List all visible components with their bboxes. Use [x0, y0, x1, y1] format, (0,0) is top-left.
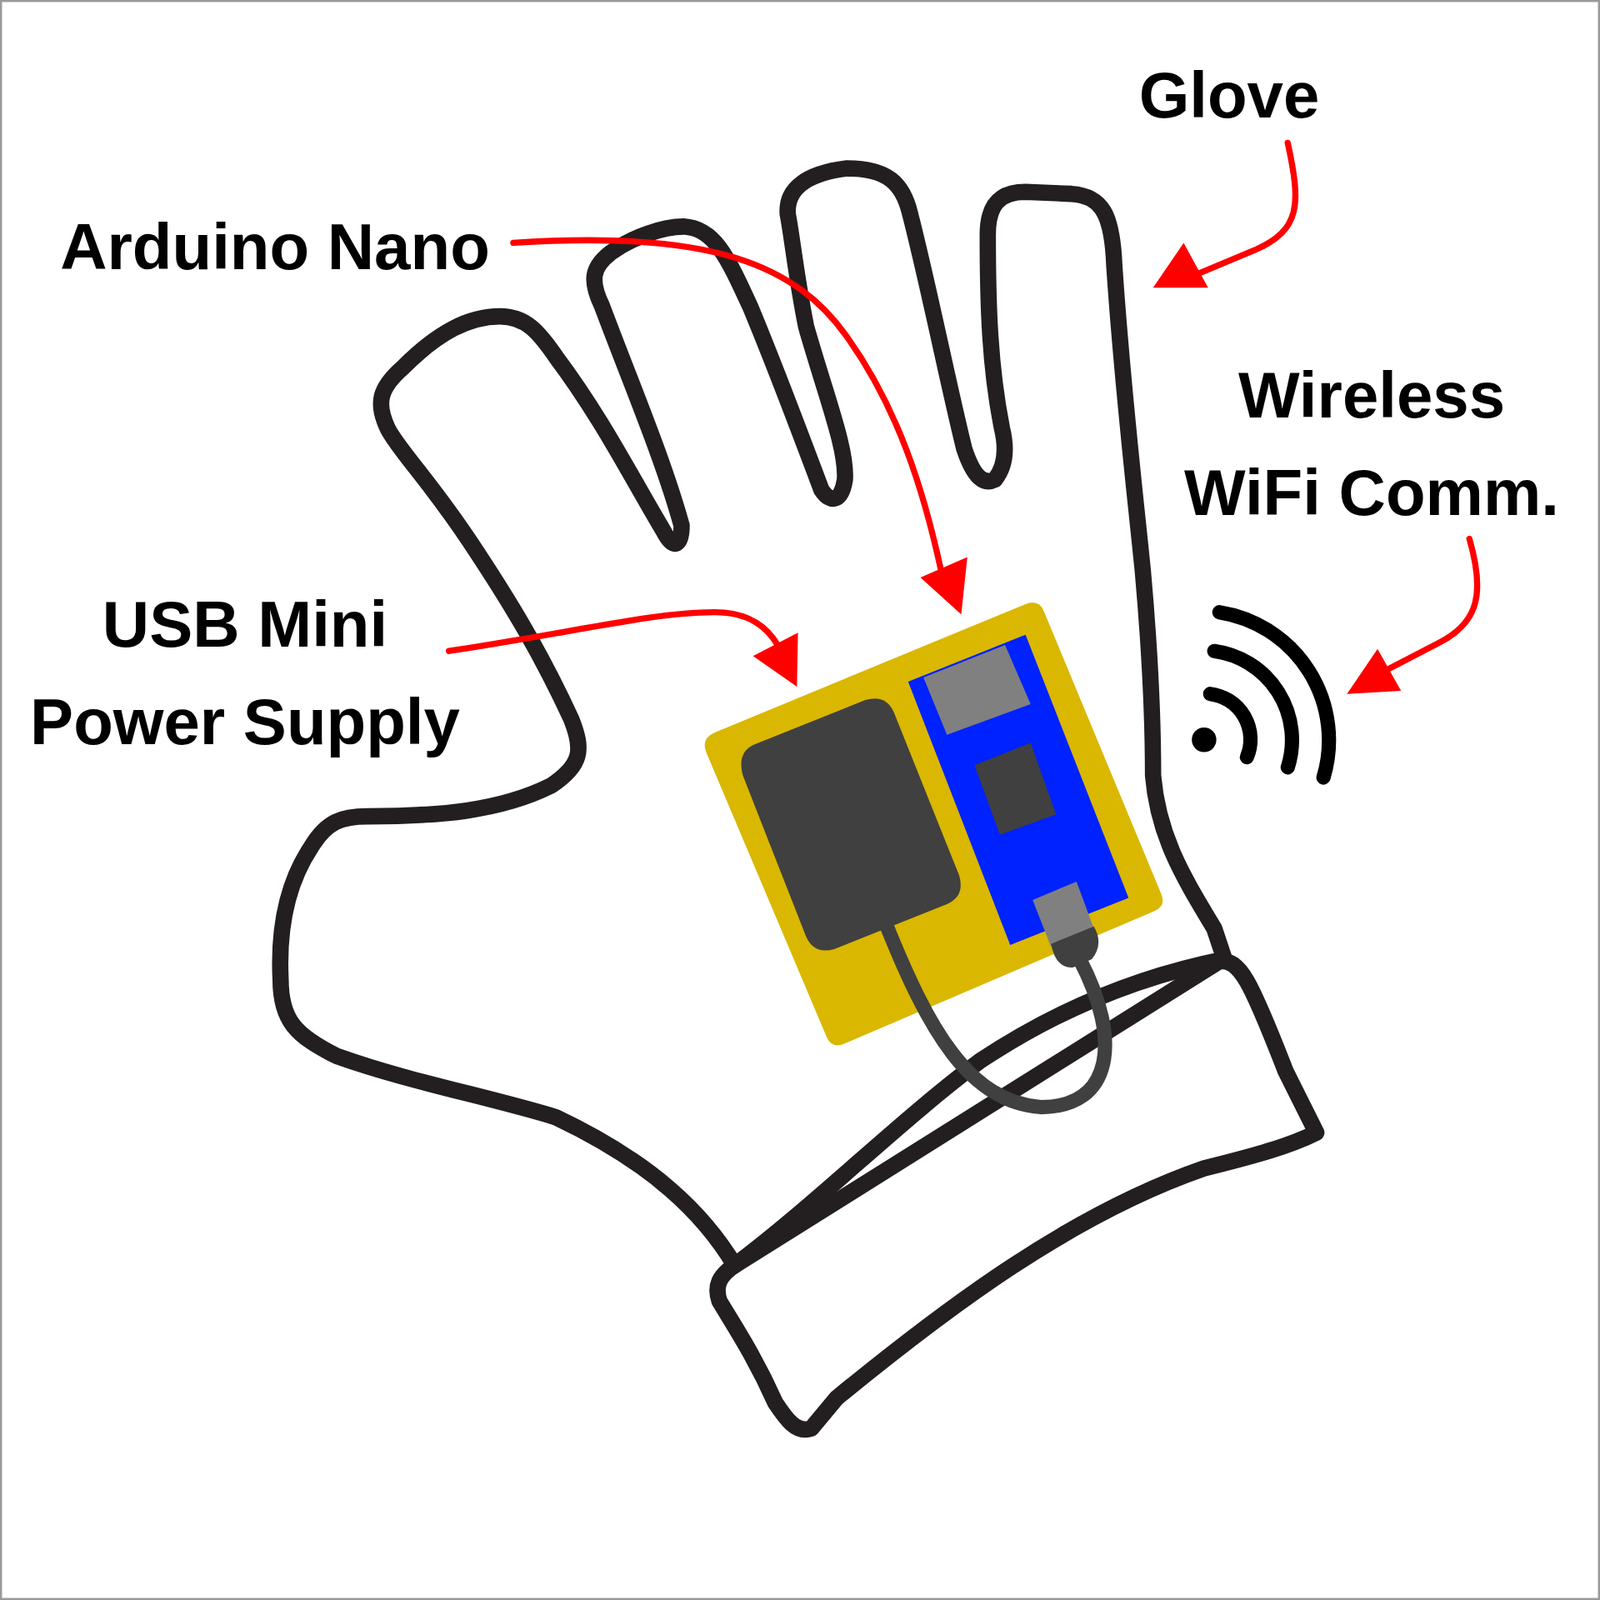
usb-socket: [923, 645, 1031, 735]
callout-label: Wireless WiFi Comm.: [1171, 346, 1572, 542]
microcontroller-chip: [974, 742, 1056, 835]
callout-label: Arduino Nano: [16, 198, 534, 296]
power-bank: [740, 698, 960, 950]
wifi-symbol: [1191, 612, 1330, 778]
callout-label: USB Mini Power Supply: [11, 575, 479, 771]
usb-cable: [885, 923, 1105, 1107]
callout-label: Glove: [1054, 46, 1405, 145]
usb-plug-body: [1050, 926, 1099, 968]
